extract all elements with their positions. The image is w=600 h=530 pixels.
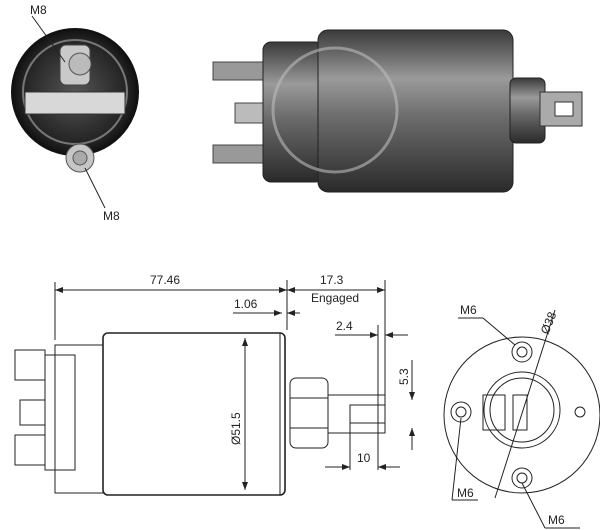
photo-top-thread-label: M8 bbox=[30, 3, 47, 17]
bottom-hole-label: M6 bbox=[548, 513, 565, 527]
slot-width-label: 5.3 bbox=[397, 368, 411, 385]
top-hole-label: M6 bbox=[460, 303, 477, 317]
photo-bottom-thread-label: M8 bbox=[103, 209, 120, 223]
side-view-photo bbox=[212, 29, 583, 193]
engaged-label: Engaged bbox=[311, 291, 359, 305]
end-view-photo bbox=[11, 15, 139, 209]
side-elevation bbox=[14, 332, 386, 496]
end-view-drawing bbox=[443, 309, 600, 529]
overall-length-label: 77.46 bbox=[150, 273, 180, 287]
flange-gap-label: 1.06 bbox=[234, 297, 258, 311]
body-diameter-label: Ø51.5 bbox=[229, 412, 243, 445]
slot-offset-label: 2.4 bbox=[336, 319, 353, 333]
slot-length-label: 10 bbox=[357, 451, 371, 465]
dimension-lines bbox=[54, 280, 415, 490]
left-hole-label: M6 bbox=[457, 486, 474, 500]
bolt-circle-diameter-label: Ø38 bbox=[538, 310, 560, 337]
engaged-travel-label: 17.3 bbox=[320, 273, 344, 287]
